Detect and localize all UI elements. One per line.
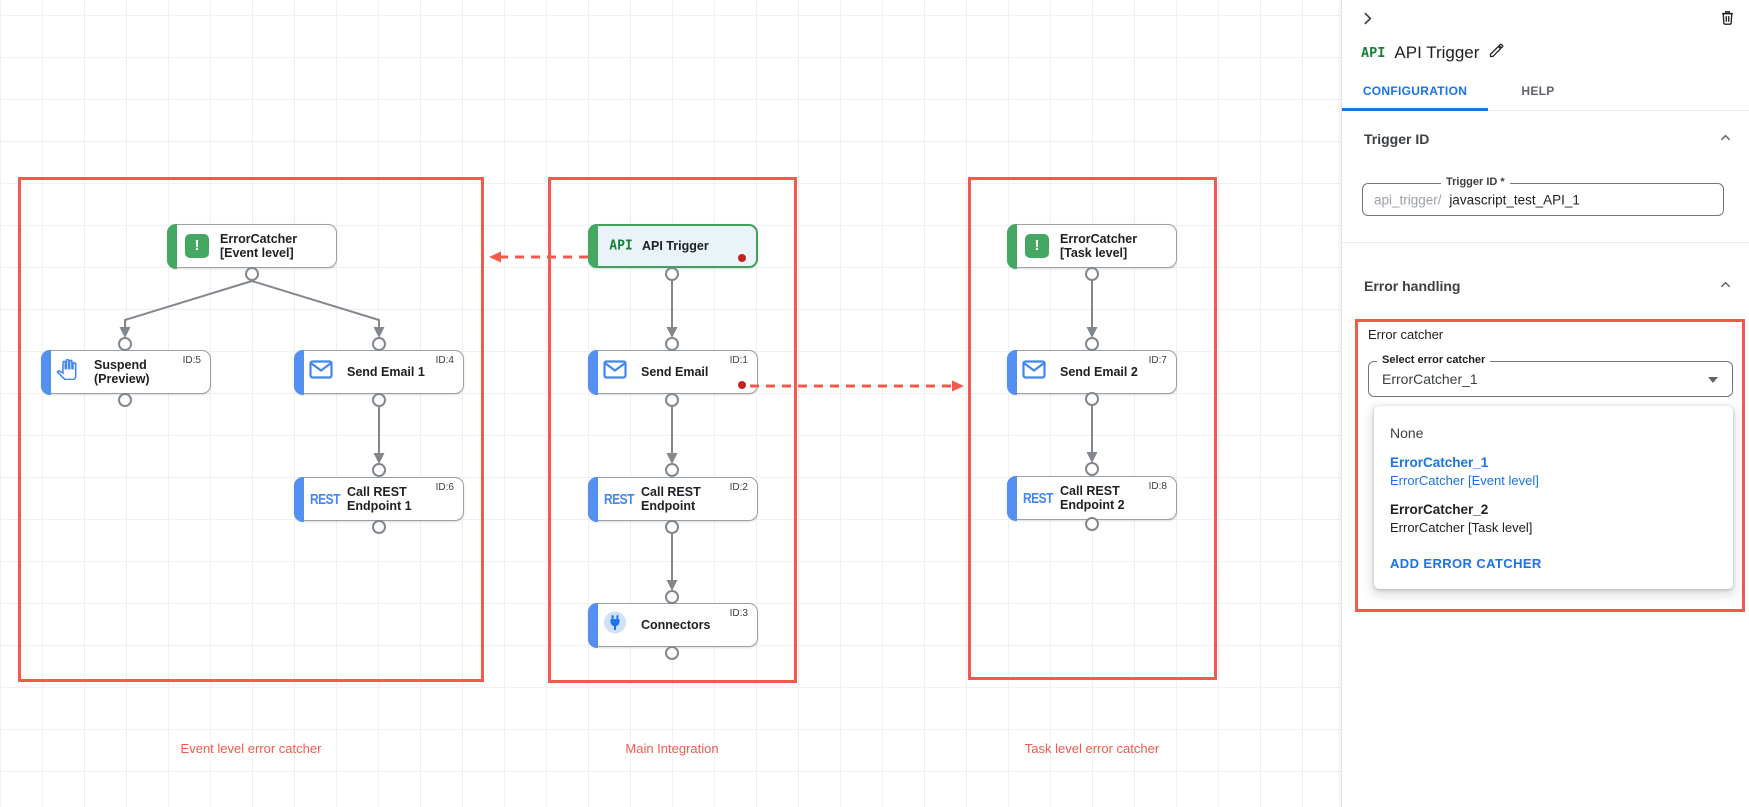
error-catcher-highlight-box: Error catcher Select error catcher Error… [1355,319,1745,612]
node-accent-bar [587,602,598,648]
node-subtitle: Endpoint 2 [1060,498,1125,512]
menu-option-errorcatcher-2[interactable]: ErrorCatcher_2 ErrorCatcher [Task level] [1390,502,1533,535]
node-title: Call REST [641,485,701,499]
api-icon: API [609,238,633,254]
node-send-email[interactable]: Send Email ID:1 [587,349,758,395]
api-trigger-type-badge: API [1361,45,1386,61]
node-subtitle: (Preview) [94,372,150,386]
add-error-catcher-button[interactable]: ADD ERROR CATCHER [1390,552,1542,575]
edit-pencil-icon[interactable] [1488,42,1505,64]
node-call-rest-endpoint-2[interactable]: REST Call REST Endpoint 2 ID:8 [1006,475,1177,521]
node-title: Suspend [94,358,147,372]
node-title: Call REST [1060,484,1120,498]
email-icon [1022,360,1046,384]
node-title: ErrorCatcher [1060,232,1138,246]
node-send-email-1[interactable]: Send Email 1 ID:4 [293,349,464,395]
integration-canvas[interactable]: Event level error catcher Main Integrati… [0,0,1341,807]
node-call-rest-endpoint-1[interactable]: REST Call REST Endpoint 1 ID:6 [293,476,464,522]
node-id-badge: ID:1 [729,355,748,366]
chevron-up-icon [1718,277,1733,295]
select-error-catcher[interactable]: Select error catcher ErrorCatcher_1 [1368,354,1733,397]
error-catcher-icon: ! [1025,234,1049,258]
node-accent-bar [293,476,304,522]
trigger-id-field[interactable]: Trigger ID * api_trigger/ javascript_tes… [1362,176,1724,216]
select-error-catcher-value: ErrorCatcher_1 [1382,371,1478,387]
node-errorcatcher-event-level[interactable]: ! ErrorCatcher [Event level] [166,223,337,269]
node-subtitle: [Event level] [220,246,294,260]
tab-configuration[interactable]: CONFIGURATION [1342,84,1488,111]
node-title: ErrorCatcher [220,232,298,246]
node-subtitle: [Task level] [1060,246,1128,260]
node-accent-bar [587,476,598,522]
menu-option-none[interactable]: None [1390,425,1424,441]
panel-tabs: CONFIGURATION HELP [1342,84,1749,111]
config-panel: API API Trigger CONFIGURATION HELP Trigg… [1341,0,1749,807]
panel-title: API Trigger [1394,43,1480,62]
node-id-badge: ID:2 [729,482,748,493]
node-errorcatcher-task-level[interactable]: ! ErrorCatcher [Task level] [1006,223,1177,269]
event-level-group-box [18,177,484,682]
section-divider [1342,242,1749,243]
node-accent-bar [587,349,598,395]
node-id-badge: ID:7 [1148,355,1167,366]
node-connectors[interactable]: Connectors ID:3 [587,602,758,648]
collapse-panel-button[interactable] [1355,8,1379,32]
node-subtitle: Endpoint [641,499,696,513]
chevron-up-icon [1718,130,1733,148]
node-accent-bar [1006,223,1017,269]
task-level-group-label: Task level error catcher [1024,741,1160,756]
node-api-trigger[interactable]: API API Trigger [588,224,758,268]
node-title: Call REST [347,485,407,499]
rest-icon: REST [1022,489,1054,507]
main-integration-group-box [548,177,797,683]
node-send-email-2[interactable]: Send Email 2 ID:7 [1006,349,1177,395]
trigger-id-prefix: api_trigger/ [1374,192,1442,207]
node-accent-bar [40,349,51,395]
trigger-id-field-label: Trigger ID * [1441,176,1510,188]
node-call-rest-endpoint[interactable]: REST Call REST Endpoint ID:2 [587,476,758,522]
node-id-badge: ID:8 [1148,481,1167,492]
node-subtitle: Endpoint 1 [347,499,412,513]
email-icon [603,360,627,384]
node-title: API Trigger [642,239,709,253]
collapse-trigger-id-button[interactable] [1713,127,1737,151]
node-title: Connectors [641,618,711,632]
node-accent-bar [293,349,304,395]
dropdown-caret-icon [1708,377,1718,383]
trash-icon [1719,9,1736,29]
node-title: Send Email 2 [1060,365,1138,379]
node-accent-bar [588,224,598,268]
node-accent-bar [166,223,177,269]
menu-option-errorcatcher-1[interactable]: ErrorCatcher_1 ErrorCatcher [Event level… [1390,455,1539,488]
chevron-right-icon [1359,10,1376,30]
trigger-id-section-title: Trigger ID [1364,131,1430,147]
select-error-catcher-label: Select error catcher [1377,354,1491,366]
error-handling-section-title: Error handling [1364,278,1461,294]
node-title: Send Email 1 [347,365,425,379]
collapse-error-handling-button[interactable] [1713,274,1737,298]
node-suspend-preview[interactable]: Suspend (Preview) ID:5 [40,349,211,395]
node-id-badge: ID:6 [435,482,454,493]
rest-icon: REST [603,490,635,508]
tab-help[interactable]: HELP [1521,84,1555,98]
node-title: Send Email [641,365,709,379]
task-level-group-box [968,177,1217,680]
event-level-group-label: Event level error catcher [180,741,322,756]
email-icon [309,360,333,384]
node-accent-bar [1006,475,1017,521]
hand-suspend-icon [56,358,77,385]
main-integration-group-label: Main Integration [625,741,719,756]
node-accent-bar [1006,349,1017,395]
error-catcher-label: Error catcher [1368,327,1444,342]
error-catcher-icon: ! [185,234,209,258]
connectors-icon [603,611,627,640]
delete-trigger-button[interactable] [1715,7,1739,31]
node-id-badge: ID:5 [182,355,201,366]
node-id-badge: ID:4 [435,355,454,366]
rest-icon: REST [309,490,341,508]
trigger-id-value: javascript_test_API_1 [1449,192,1580,207]
node-id-badge: ID:3 [729,608,748,619]
error-catcher-dropdown-menu: None ErrorCatcher_1 ErrorCatcher [Event … [1374,406,1733,589]
